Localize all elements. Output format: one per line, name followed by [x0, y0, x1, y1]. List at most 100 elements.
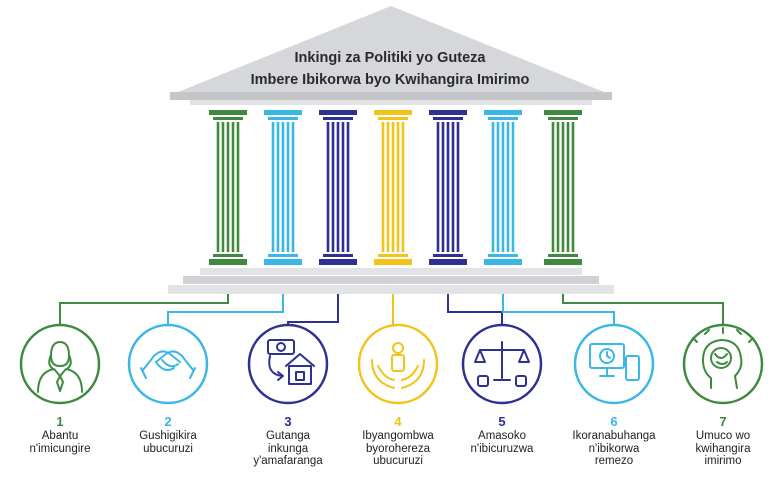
base-step-top	[200, 268, 582, 275]
pillar-number-7: 7	[719, 414, 727, 429]
hand-right	[401, 359, 425, 389]
column-4	[374, 110, 412, 265]
fingers-2	[161, 359, 179, 368]
pillar-label-6-line2: n'ibikorwa	[588, 442, 640, 455]
fingers	[155, 361, 175, 371]
column-flute	[216, 122, 220, 252]
hair-left	[48, 354, 53, 369]
column-base	[374, 259, 412, 265]
person-head	[392, 342, 404, 354]
column-capital	[264, 110, 302, 115]
column-flute	[506, 122, 510, 252]
monitor-stand	[599, 367, 615, 377]
column-flute	[386, 122, 390, 252]
column-flute	[446, 122, 450, 252]
column-flute	[391, 122, 395, 252]
column-2	[264, 110, 302, 265]
column-flute	[451, 122, 455, 252]
column-base	[319, 259, 357, 265]
connector-line-1	[59, 294, 229, 325]
arm-right	[155, 350, 194, 371]
connector-line-3	[287, 294, 339, 325]
pillar-label-1-line1: Abantu	[41, 430, 79, 442]
thumb-left	[377, 365, 395, 381]
pillar-number-4: 4	[394, 414, 402, 429]
column-3	[319, 110, 357, 265]
pillar-label-2-line2: ubucuruzi	[143, 442, 193, 455]
phone	[625, 355, 640, 381]
brain-head-icon	[682, 323, 764, 405]
column-flute	[341, 122, 345, 252]
column-capital-ring	[378, 117, 408, 120]
column-base	[544, 259, 582, 265]
column-flute	[501, 122, 505, 252]
column-capital-ring	[488, 117, 518, 120]
connector-lines	[59, 294, 724, 325]
pillar-label-2-line1: Gushigikira	[139, 430, 197, 442]
arrow-head	[277, 371, 284, 381]
hands-person-icon	[357, 323, 439, 405]
base-step-bottom	[168, 285, 614, 294]
connector-line-7	[562, 294, 724, 325]
pillar-icons	[19, 323, 764, 405]
pillar-label-4-line1: Ibyangombwa	[362, 430, 434, 442]
column-flute	[236, 122, 240, 252]
column-base	[209, 259, 247, 265]
column-flute	[566, 122, 570, 252]
column-flute	[336, 122, 340, 252]
connector-line-5	[447, 294, 503, 325]
diagram-title-line-2: Imbere Ibikorwa byo Kwihangira Imirimo	[250, 72, 530, 88]
pillar-label-7-line2: kwihangira	[695, 442, 751, 455]
column-base	[264, 259, 302, 265]
column-base-ring	[378, 254, 408, 257]
house-roof	[285, 353, 315, 367]
scales-icon	[461, 323, 543, 405]
brain	[710, 347, 732, 369]
roof-pediment	[178, 6, 604, 92]
idea-ray	[704, 329, 710, 335]
column-flute	[401, 122, 405, 252]
column-6	[484, 110, 522, 265]
column-capital	[209, 110, 247, 115]
column-flute	[496, 122, 500, 252]
icon-circle	[357, 323, 439, 405]
column-flute	[271, 122, 275, 252]
column-flute	[456, 122, 460, 252]
pillar-label-1-line2: n'imicungire	[29, 442, 91, 455]
house-door	[295, 371, 305, 381]
column-capital-ring	[548, 117, 578, 120]
connector-line-6	[502, 294, 615, 325]
computer-phone-icon	[573, 323, 655, 405]
icon-circle	[573, 323, 655, 405]
box-left	[477, 375, 489, 387]
handshake-icon	[127, 323, 209, 405]
pillar-label-5-line2: n'ibicuruzwa	[470, 442, 534, 455]
column-flute	[231, 122, 235, 252]
column-base-ring	[213, 254, 243, 257]
tie	[56, 375, 64, 392]
column-flute	[561, 122, 565, 252]
column-capital	[429, 110, 467, 115]
column-flute	[556, 122, 560, 252]
hair-right	[67, 354, 72, 369]
arm-left	[142, 350, 181, 371]
pillar-label-4-line3: ubucuruzi	[373, 455, 423, 467]
column-flute	[346, 122, 350, 252]
pillar-label-7-line3: imirimo	[704, 455, 742, 467]
column-flute	[511, 122, 515, 252]
column-1	[209, 110, 247, 265]
thumb-right	[401, 365, 419, 381]
cuff-left	[140, 367, 147, 379]
column-5	[429, 110, 467, 265]
temple-roof	[170, 6, 612, 105]
column-base	[429, 259, 467, 265]
idea-ray	[748, 337, 754, 343]
base-step-middle	[183, 276, 599, 284]
column-flute	[441, 122, 445, 252]
box-right	[515, 375, 527, 387]
scale-pan-left	[474, 349, 486, 363]
hand-left	[371, 359, 395, 389]
pillar-number-6: 6	[610, 414, 618, 429]
icon-circle	[127, 323, 209, 405]
